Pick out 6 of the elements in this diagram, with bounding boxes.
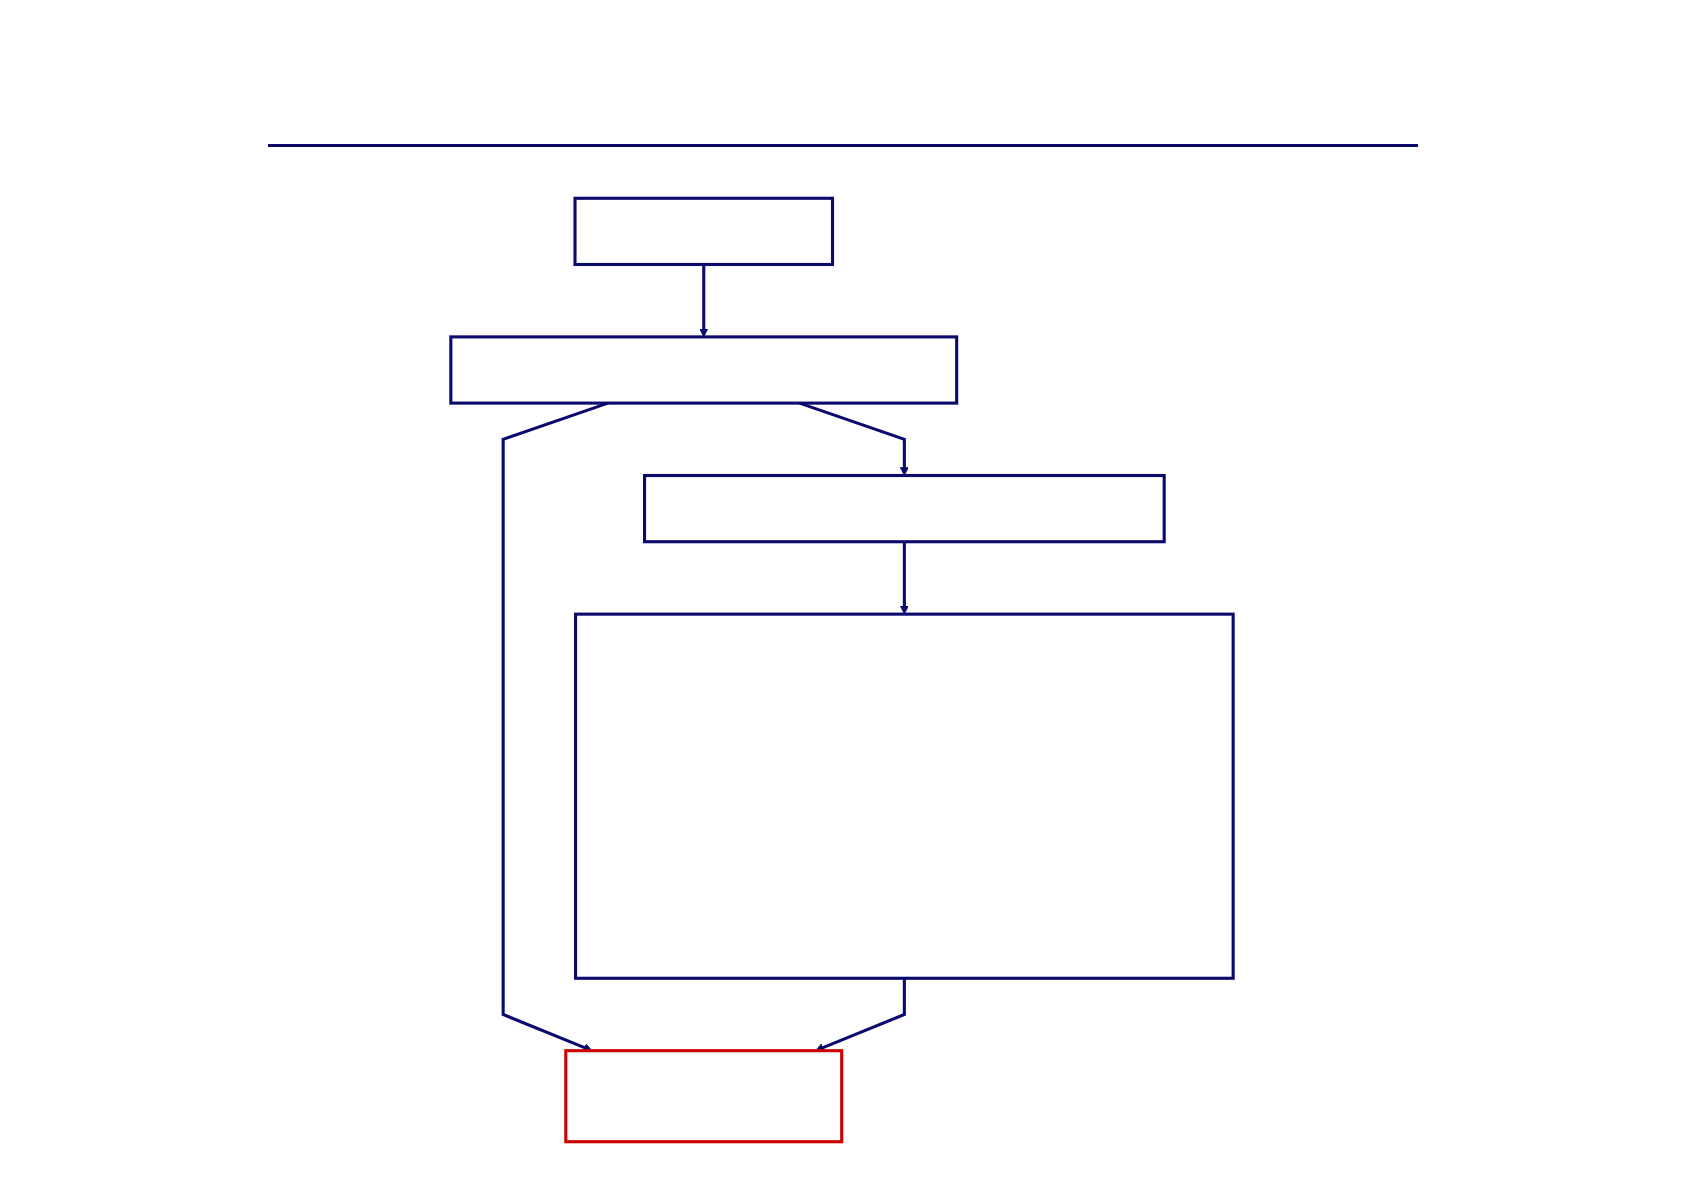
node-box: [643, 473, 1166, 544]
node-box: [573, 196, 835, 267]
arrow: [899, 541, 909, 615]
node-box: [449, 335, 959, 405]
node-box: [564, 1049, 844, 1144]
node-box: [574, 612, 1235, 980]
